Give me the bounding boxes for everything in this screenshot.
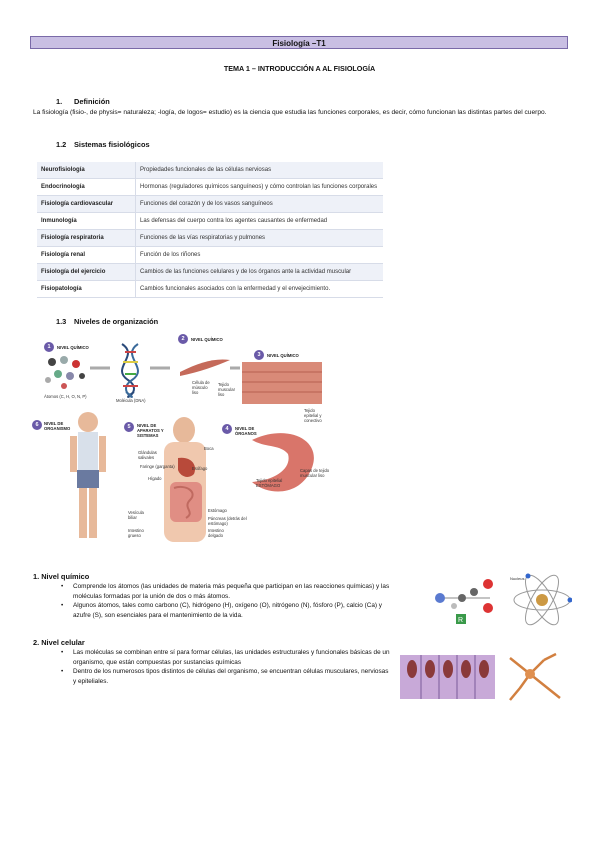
system-description-cell: Funciones de las vías respiratorias y pu… (135, 229, 383, 247)
atoms-icon (45, 356, 85, 389)
definition-text: La fisiología (fisio-, de physis= natura… (33, 109, 547, 116)
dna-icon (121, 343, 139, 398)
molecule-label: Molécula (DNA) (116, 398, 146, 403)
system-name-cell: Fisiología renal (37, 246, 136, 264)
nucleus-label: Nucleus (510, 576, 524, 581)
tissue-label: Tejido muscular liso (218, 382, 235, 397)
list-item: Dentro de los numerosos tipos distintos … (33, 667, 393, 686)
level-6-badge: 6 (32, 420, 42, 430)
esophagus-label: Esófago (192, 466, 208, 471)
level-2-label: NIVEL QUÍMICO (191, 337, 223, 342)
system-name-cell: Fisiología del ejercicio (37, 263, 136, 281)
mouth-label: Boca (204, 446, 214, 451)
liver-label: Hígado (148, 476, 162, 481)
level-4-label: NIVEL DE ÓRGANOS (235, 426, 257, 436)
section-1-number: 1. (56, 97, 63, 106)
section-1-2-heading: Sistemas fisiológicos (74, 140, 150, 149)
stomach-label: Estómago (208, 508, 227, 513)
muscle-tissue-icon (242, 362, 322, 404)
chemical-level-heading: 1. Nivel químico (33, 572, 90, 581)
r-group-label: R (458, 617, 463, 624)
level-2-badge: 2 (178, 334, 188, 344)
chemical-level-list: Comprende los átomos (las unidades de ma… (33, 582, 393, 620)
neuron-illustration (509, 652, 561, 701)
human-body-icon (70, 412, 106, 538)
level-1-badge: 1 (44, 342, 54, 352)
system-description-cell: Cambios de las funciones celulares y de … (135, 263, 383, 281)
level-3-label: NIVEL QUÍMICO (267, 353, 299, 358)
system-name-cell: Endocrinología (37, 178, 136, 196)
gallbladder-label: Vesícula biliar (128, 510, 144, 520)
section-1-3-number: 1.3 (56, 317, 67, 326)
system-name-cell: Inmunología (37, 212, 136, 230)
figure-illustration (45, 343, 322, 542)
system-name-cell: Fisiología respiratoria (37, 229, 136, 247)
system-description-cell: Función de los riñones (135, 246, 383, 264)
atoms-label: Átomos (C, H, O, N, P) (44, 394, 87, 399)
salivary-glands-label: Glándulas salivales (138, 450, 157, 460)
page-title: TEMA 1 – INTRODUCCIÓN A AL FISIOLOGÍA (223, 64, 376, 73)
system-description-cell: Las defensas del cuerpo contra los agent… (135, 212, 383, 230)
system-description-cell: Hormonas (reguladores químicos sanguíneo… (135, 178, 383, 196)
digestive-system-icon (164, 417, 206, 542)
epithelial-tissue-label: Tejido epitelial y conectivo (304, 408, 322, 423)
level-5-badge: 5 (124, 422, 134, 432)
document-header: Fisiología –T1 (30, 36, 568, 49)
system-name-cell: Fisiología cardiovascular (37, 195, 136, 213)
list-item: Algunos átomos, tales como carbono (C), … (33, 601, 393, 620)
list-item: Comprende los átomos (las unidades de ma… (33, 582, 393, 601)
section-1-2-number: 1.2 (56, 140, 67, 149)
level-3-badge: 3 (254, 350, 264, 360)
system-description-cell: Cambios funcionales asociados con la enf… (135, 280, 383, 298)
section-1-3-heading: Niveles de organización (74, 317, 159, 326)
level-4-badge: 4 (222, 424, 232, 434)
muscle-layers-label: Capas de tejido muscular liso (300, 468, 330, 478)
amino-acid-illustration: R (435, 579, 493, 624)
large-intestine-label: Intestino grueso (128, 528, 144, 538)
list-item: Las moléculas se combinan entre sí para … (33, 648, 393, 667)
stomach-organ-icon (252, 433, 314, 492)
cell-label: Célula de músculo liso (192, 380, 210, 395)
system-name-cell: Neurofisiología (37, 162, 136, 179)
pancreas-label: Páncreas (detrás del estómago) (208, 516, 247, 526)
level-5-label: NIVEL DE APARATOS Y SISTEMAS (137, 423, 164, 438)
system-description-cell: Funciones del corazón y de los vasos san… (135, 195, 383, 213)
stomach-tissue-label: Tejido epitelial ESTÓMAGO (256, 478, 283, 488)
organization-levels-figure: 1 NIVEL QUÍMICO 2 NIVEL QUÍMICO 3 NIVEL … (30, 332, 330, 550)
cellular-level-heading: 2. Nivel celular (33, 638, 85, 647)
small-intestine-label: Intestino delgado (208, 528, 224, 538)
cellular-level-list: Las moléculas se combinan entre sí para … (33, 648, 393, 686)
level-1-label: NIVEL QUÍMICO (57, 345, 89, 350)
pharynx-label: Faringe (garganta) (140, 464, 175, 469)
muscle-cell-icon (180, 359, 230, 376)
system-name-cell: Fisiopatología (37, 280, 136, 298)
epithelial-cells-illustration (400, 655, 495, 699)
section-1-heading: Definición (74, 97, 110, 106)
level-6-label: NIVEL DE ORGANISMO (44, 421, 71, 431)
atom-model-illustration: Nucleus (510, 573, 572, 626)
system-description-cell: Propiedades funcionales de las células n… (135, 162, 383, 179)
